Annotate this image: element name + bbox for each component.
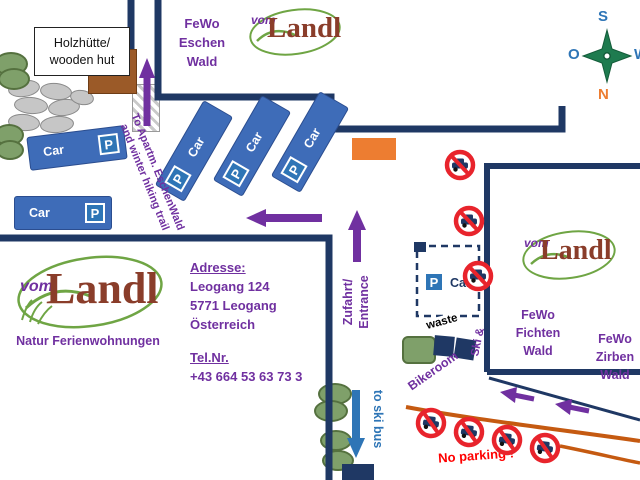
zufahrt-label: Zufahrt/ Entrance <box>340 256 374 348</box>
waste-label: waste <box>423 311 461 333</box>
to-ski-bus-label: to ski bus <box>371 389 385 449</box>
arrow-skibus-down <box>347 390 365 458</box>
address-heading: Adresse: <box>190 260 246 275</box>
parking-icon: P <box>97 132 120 156</box>
fewo-zirben-line: Wald <box>600 368 630 383</box>
fewo-fichten-line: FeWo <box>521 308 555 322</box>
parking-icon: P <box>424 272 444 292</box>
address-block: Adresse: Leogang 124 5771 Leogang Österr… <box>190 258 302 386</box>
address-line: 5771 Leogang <box>190 298 277 313</box>
arrow-entrance-fichten <box>500 387 535 403</box>
logo-landl: Landl <box>540 235 612 266</box>
no-parking-sign <box>462 260 494 292</box>
hut-label-line2: wooden hut <box>49 52 115 67</box>
compass-east: O <box>568 46 580 63</box>
entrance-step <box>352 138 396 160</box>
car-label: Car <box>242 129 266 155</box>
fewo-eschen-line: Eschen <box>178 34 226 50</box>
carport-post <box>414 242 426 252</box>
fewo-zirben-line: Zirben <box>595 350 635 365</box>
no-parking-sign <box>444 149 476 181</box>
parking-icon: P <box>85 203 105 223</box>
phone-heading: Tel.Nr. <box>190 350 229 365</box>
tagline: Natur Ferienwohnungen <box>16 334 160 348</box>
vom-landl-logo-right: vom Landl <box>516 226 618 282</box>
stone <box>13 95 49 116</box>
arrow-entrance-up <box>348 210 366 262</box>
compass-rose: S O W N <box>568 8 640 104</box>
car-label: Car <box>42 142 65 160</box>
bush <box>320 430 352 451</box>
fewo-eschen-line: Wald <box>186 53 218 69</box>
address-line: Leogang 124 <box>190 279 270 294</box>
parking-icon: P <box>280 156 308 184</box>
bush <box>0 68 30 90</box>
hut-label-line1: Holzhütte/ <box>53 35 111 50</box>
car-label: Car <box>300 125 324 151</box>
green-bin <box>402 336 436 364</box>
road-orange-edge2 <box>559 444 640 465</box>
parking-car: P Car <box>212 95 292 197</box>
compass-star-icon <box>581 28 633 84</box>
car-label: Car <box>29 206 50 220</box>
fewo-fichten-line: Fichten <box>515 326 561 341</box>
logo-landl: Landl <box>267 12 342 44</box>
no-parking-sign <box>413 405 449 441</box>
parking-car: Car P <box>26 125 128 171</box>
compass-west: W <box>634 46 640 63</box>
no-parking-sign <box>527 430 563 466</box>
vom-landl-logo-left: vom Landl <box>6 250 166 334</box>
logo-landl: Landl <box>46 264 159 313</box>
zufahrt-line1: Zufahrt/ <box>341 278 355 326</box>
car-label: Car <box>184 134 208 160</box>
wooden-hut-label: Holzhütte/ wooden hut <box>34 27 130 76</box>
compass-south: S <box>598 8 609 25</box>
address-line: Österreich <box>190 317 256 332</box>
arrow-entrance-zirben <box>555 399 590 415</box>
bush <box>322 450 354 471</box>
no-parking-sign <box>489 422 525 458</box>
fewo-zirben-label: FeWo Zirben Wald <box>588 330 640 384</box>
no-parking-sign <box>453 205 485 237</box>
parking-car: Car P <box>14 196 112 230</box>
fewo-fichten-line: Wald <box>523 344 553 359</box>
fewo-eschen-label: FeWo Eschen Wald <box>170 15 234 72</box>
fewo-fichten-label: FeWo Fichten Wald <box>498 306 578 360</box>
phone-number: +43 664 53 63 73 3 <box>190 369 303 384</box>
no-parking-sign <box>451 414 487 450</box>
zufahrt-line2: Entrance <box>357 275 371 329</box>
bush <box>314 400 348 422</box>
arrow-parking-left <box>246 209 322 227</box>
compass-north: N <box>598 86 609 103</box>
fewo-eschen-line: FeWo <box>184 16 220 31</box>
parking-icon: P <box>222 160 250 188</box>
vom-landl-logo-top: vom Landl <box>243 5 343 57</box>
fewo-zirben-line: FeWo <box>598 332 632 346</box>
bush <box>0 140 24 160</box>
